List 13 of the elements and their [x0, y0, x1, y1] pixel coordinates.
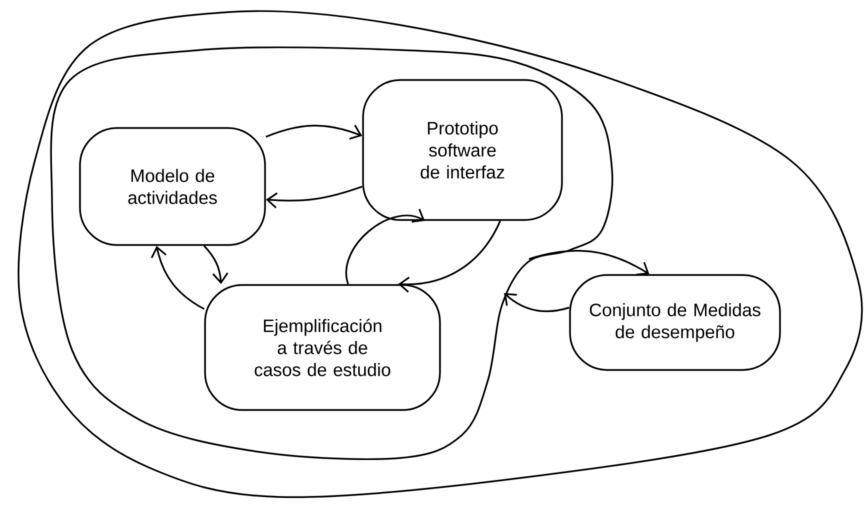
rounded-box: Prototipo software de interfaz — [362, 79, 563, 221]
arrow — [398, 220, 501, 293]
arrow — [150, 246, 205, 310]
arrow — [345, 208, 425, 284]
rounded-box: Conjunto de Medidas de desempeño — [569, 274, 781, 371]
region-outline — [18, 10, 863, 498]
arrow — [504, 293, 570, 312]
arrow — [266, 186, 362, 208]
arrow — [266, 124, 362, 140]
rounded-box: Ejemplificación a través de casos de estudio — [204, 284, 441, 411]
rounded-box: Modelo de actividades — [79, 127, 266, 246]
arrow — [203, 245, 228, 284]
arrow — [528, 250, 650, 276]
